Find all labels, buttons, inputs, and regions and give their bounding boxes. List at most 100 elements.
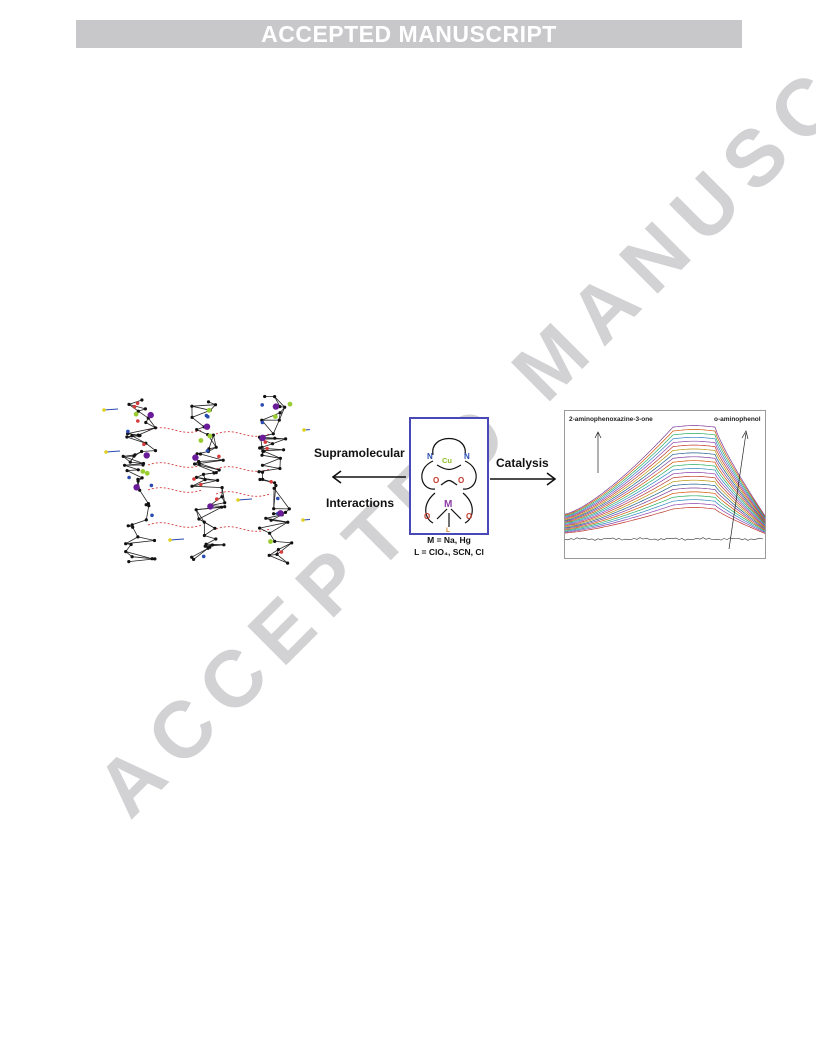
atom-n2: N [464,452,470,461]
carbon-atom [273,395,277,399]
ligand-bond [237,498,253,501]
carbon-atom [258,477,262,482]
carbon-atom [130,523,134,527]
catalysis-label: Catalysis [496,456,549,470]
carbon-atom [273,539,277,543]
crystal-packing-diagram [102,394,310,565]
spectrum-curve [565,472,765,527]
carbon-atom [214,537,218,541]
atom-m: M [444,499,452,510]
bond [138,427,156,436]
complex-structure-box: N N Cu O O M O O L [409,417,489,535]
heteroatom [287,401,293,407]
bond [130,461,144,464]
bond [139,489,149,504]
atom-cu: Cu [442,456,452,465]
carbon-atom [123,463,127,467]
carbon-atom [198,452,203,456]
carbon-atom [262,449,266,453]
bond [208,434,214,450]
bond [199,459,224,464]
heteroatom [140,469,146,474]
carbon-atom [126,524,130,528]
spectrum-curve [565,491,765,531]
bond [128,404,146,410]
carbon-atom [206,400,211,404]
bond [198,518,216,529]
heteroatom [272,414,278,419]
carbon-atom [278,466,282,471]
heteroatom [279,550,284,554]
heteroatom [260,420,265,425]
bond [269,521,289,534]
spectrum-curve [565,429,765,517]
bond [259,521,288,529]
bond [138,410,149,419]
carbon-atom [267,553,271,557]
carbon-atom [287,507,291,511]
bond [272,419,280,434]
carbon-atom [211,433,215,437]
hbond-link [147,462,203,468]
spectrum-curve [565,503,765,533]
increase-arrow [594,431,602,473]
bond [132,556,153,560]
carbon-atom [283,510,288,514]
bond [272,438,286,445]
heteroatom [126,429,130,434]
spectrum-curve [565,440,765,520]
carbon-atom [190,484,194,488]
carbon-atom [273,481,277,485]
bond [124,463,144,466]
interactions-label: Interactions [326,496,395,510]
carbon-atom [206,546,210,550]
carbon-atom [131,525,135,529]
heteroatom [199,482,203,487]
bond [191,417,205,428]
heteroatom [260,403,264,407]
heteroatom [269,480,273,484]
carbon-atom [284,437,288,441]
carbon-atom [136,409,140,413]
bond [195,509,205,523]
carbon-atom [277,418,281,422]
carbon-atom [140,449,144,454]
spectrum-curve [565,464,765,525]
carbon-atom [193,462,197,466]
heteroatom [206,407,212,413]
carbon-atom [283,405,287,409]
sulfur-atom [102,408,106,412]
bond [205,544,224,547]
heteroatom [149,483,154,488]
bond [204,527,216,536]
bond [269,555,288,564]
spectrum-curve [565,499,765,533]
uv-vis-spectrum: 2-aminophenoxazine-3-one o-aminophenol [564,410,766,559]
carbon-atom [153,557,157,561]
bond [262,457,281,466]
bond [261,443,273,448]
ligand-bond [302,518,310,521]
bond [274,541,292,544]
carbon-atom [223,505,227,509]
carbon-atom [278,405,282,409]
bond [263,449,284,452]
spectrum-curve [565,460,765,524]
carbon-atom [192,557,196,561]
carbon-atom [195,428,199,432]
spectrum-curve [565,444,765,521]
carbon-atom [190,555,194,559]
carbon-atom [222,543,226,547]
bond [193,547,209,560]
heteroatom [215,497,219,501]
heteroatom [150,513,154,518]
bond [196,477,218,481]
carbon-atom [153,426,158,430]
carbon-atom [290,541,294,545]
carbon-atom [212,471,216,475]
bond [128,399,143,405]
legend-ligand: L = ClO₄, SCN, Cl [414,547,484,557]
bond [191,404,216,407]
carbon-atom [274,483,278,488]
carbon-atom [136,535,140,539]
